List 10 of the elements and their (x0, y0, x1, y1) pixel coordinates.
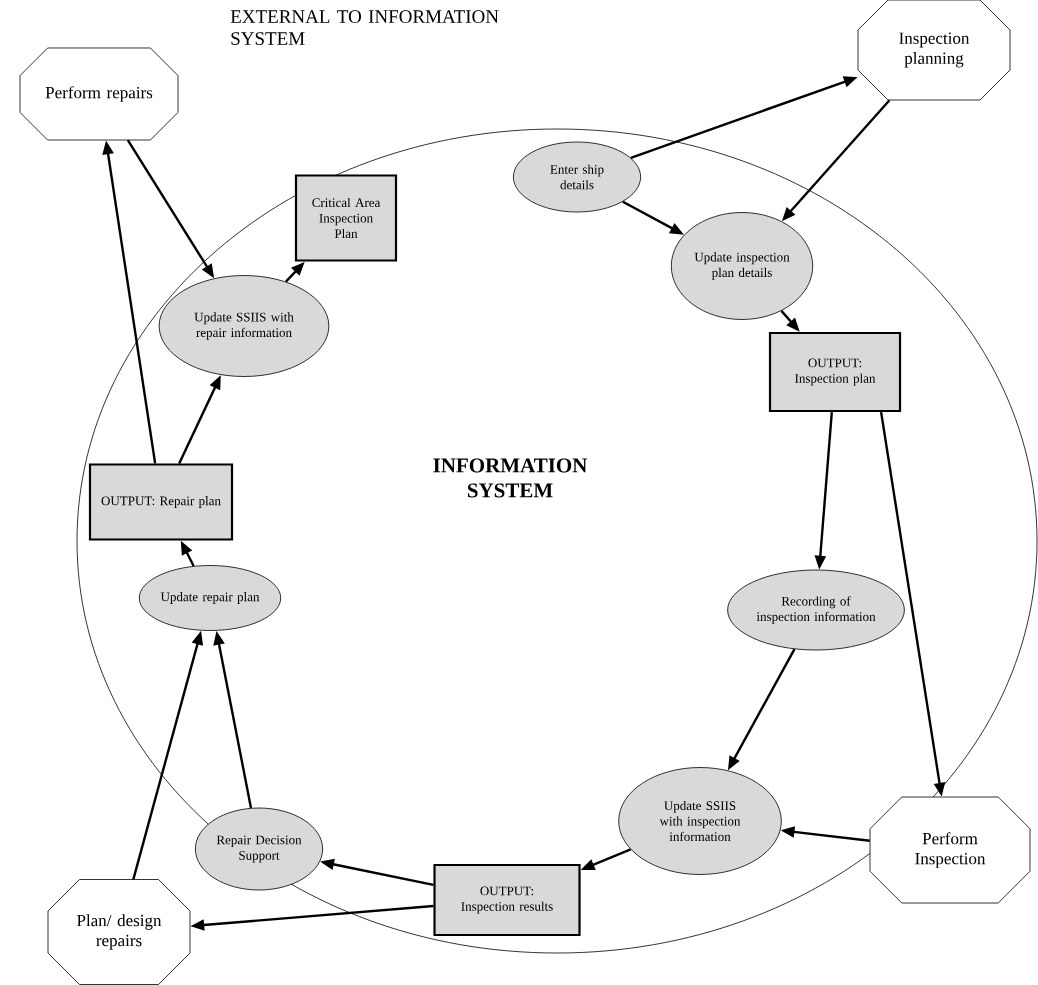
external-octagon: Plan/ design repairs (47, 879, 191, 985)
external-octagon: Perform repairs (19, 47, 179, 141)
output-box: OUTPUT: Inspection plan (768, 331, 902, 413)
external-octagon: Inspection planning (857, 0, 1011, 101)
output-box: OUTPUT: Repair plan (88, 463, 234, 541)
output-box: Critical Area Inspection Plan (294, 174, 398, 262)
external-octagon: Perform Inspection (869, 796, 1031, 904)
region-label: EXTERNAL TO INFORMATION SYSTEM (230, 10, 499, 45)
node-label: Perform Inspection (915, 832, 986, 868)
output-box: OUTPUT: Inspection results (433, 863, 581, 937)
